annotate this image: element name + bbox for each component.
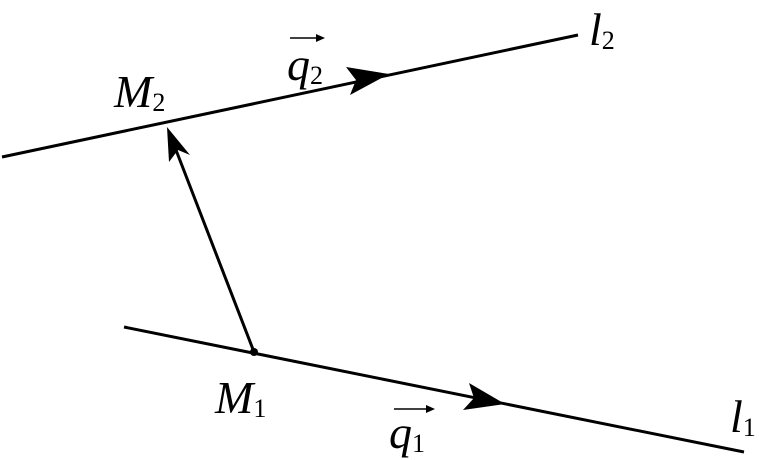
line-l2-label: l2 [589,4,615,55]
vector-q2-overline-arrowhead [316,34,325,42]
point-m1 [250,348,258,356]
line-l2 [1,33,579,159]
point-m2-label: M2 [113,66,165,117]
vector-m1-m2 [174,149,256,353]
vector-q1-label: q1 [389,405,435,458]
vector-q1-overline-arrowhead [426,405,435,413]
svg-text:q1: q1 [389,407,425,458]
point-m1-label: M1 [214,372,266,423]
vector-q2-arrowhead [346,67,389,95]
vector-q1-arrowhead [463,383,505,410]
svg-text:q2: q2 [287,39,323,90]
vector-m1-m2-arrowhead [167,127,190,162]
line-l1-label: l1 [730,391,756,442]
line-l1 [123,325,745,454]
vector-q2-label: q2 [287,34,325,90]
